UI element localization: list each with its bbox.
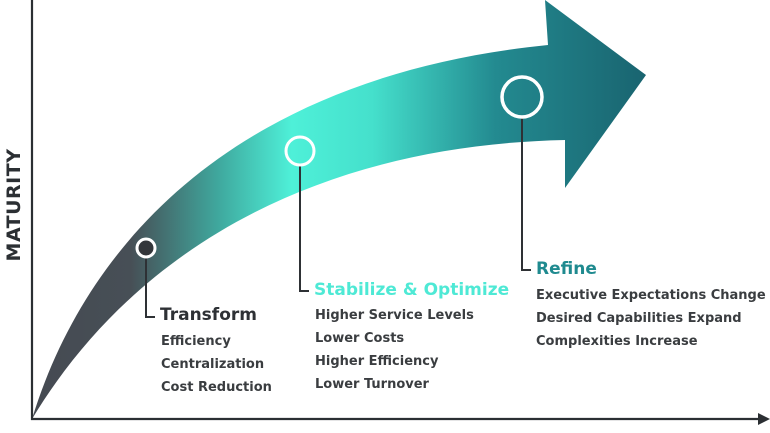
stage-items-transform: Efficiency Centralization Cost Reduction [161,330,272,399]
refine-marker-icon [500,75,544,119]
stage-item: Lower Turnover [315,377,429,392]
stabilize-marker-icon [284,135,316,167]
growth-arrow [32,0,646,419]
stabilize-leader-line [299,165,309,292]
stage-title-stabilize: Stabilize & Optimize [314,280,510,300]
stage-item: Efficiency [161,334,231,349]
stage-item: Centralization [161,357,265,372]
stage-item: Higher Service Levels [315,308,474,323]
stage-title-transform: Transform [160,305,257,325]
stage-item: Cost Reduction [161,380,272,395]
transform-leader-line [145,257,155,318]
transform-marker-icon [135,237,157,259]
stage-items-refine: Executive Expectations Change Desired Ca… [536,284,766,353]
stage-item: Higher Efficiency [315,354,439,369]
stage-item: Lower Costs [315,331,405,346]
x-axis-arrowhead-icon [758,413,770,425]
stage-title-refine: Refine [536,259,597,279]
stage-item: Desired Capabilities Expand [536,311,742,326]
refine-leader-line [521,118,531,271]
stage-item: Executive Expectations Change [536,288,766,303]
y-axis-label: MATURITY [3,149,25,262]
stage-items-stabilize: Higher Service Levels Lower Costs Higher… [315,304,474,396]
stage-item: Complexities Increase [536,334,698,349]
